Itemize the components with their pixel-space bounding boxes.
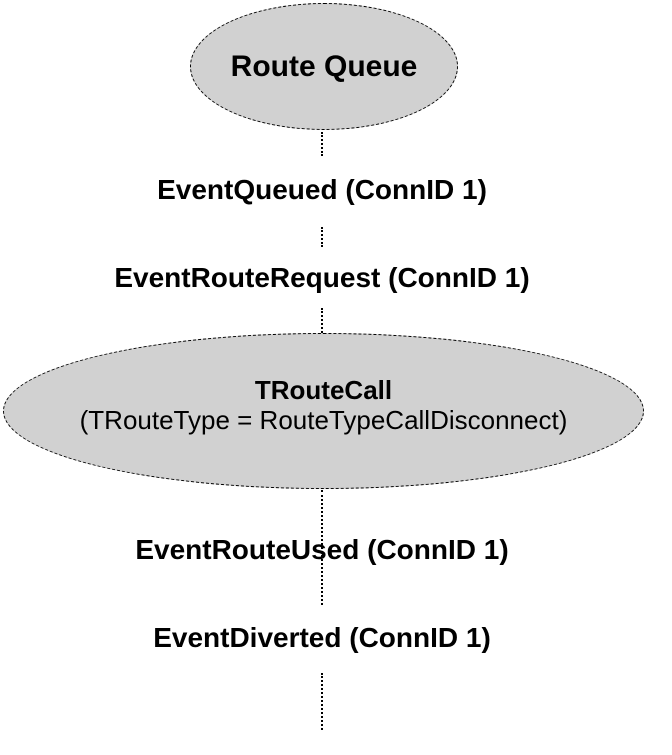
event-label-diverted: EventDiverted (ConnID 1) xyxy=(153,622,491,653)
route-queue-node: Route Queue xyxy=(190,3,458,130)
dotted-connector-segment-1 xyxy=(321,132,323,156)
troutecall-node: TRouteCall (TRouteType = RouteTypeCallDi… xyxy=(3,333,644,489)
route-queue-label: Route Queue xyxy=(230,50,418,83)
dotted-connector-segment-3 xyxy=(321,308,323,333)
troutecall-title: TRouteCall xyxy=(254,375,393,406)
troutecall-text-block: TRouteCall (TRouteType = RouteTypeCallDi… xyxy=(79,375,568,436)
troutecall-subtitle: (TRouteType = RouteTypeCallDisconnect) xyxy=(79,405,568,435)
event-label-route-used: EventRouteUsed (ConnID 1) xyxy=(135,534,509,565)
event-label-route-request: EventRouteRequest (ConnID 1) xyxy=(114,262,530,293)
dotted-connector-segment-4 xyxy=(321,490,323,605)
event-label-queued: EventQueued (ConnID 1) xyxy=(157,174,487,205)
dotted-connector-segment-2 xyxy=(321,227,323,247)
dotted-connector-segment-5 xyxy=(321,673,323,730)
